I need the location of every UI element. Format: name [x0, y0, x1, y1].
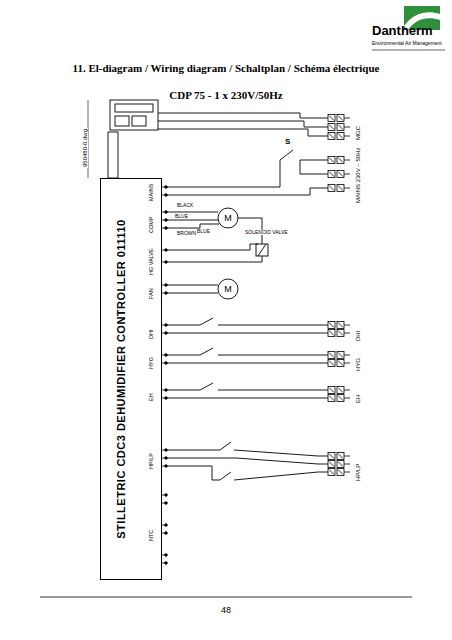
pin-name: COMP — [149, 216, 155, 235]
pin-name: DHI — [149, 329, 155, 340]
pin-name: EH — [149, 392, 155, 402]
terminal-group: MAINS 230V ~ 50Hz — [355, 146, 361, 204]
wire-colour: BLUE — [196, 229, 211, 234]
wire-colour: BLACK — [176, 203, 194, 208]
terminal-group: EH — [355, 394, 361, 404]
controller-box: STILLETRIC CDC3 DEHUMIDIFIER CONTROLLER … — [100, 178, 162, 580]
controller-label: STILLETRIC CDC3 DEHUMIDIFIER CONTROLLER … — [115, 219, 127, 538]
wire-colour: BLUE — [174, 214, 189, 219]
page-title: 11. El-diagram / Wiring diagram / Schalt… — [73, 62, 380, 74]
pin-name: HG VALVE — [149, 247, 155, 276]
controller-pins — [162, 186, 167, 565]
pin-name: HP/LP — [149, 452, 155, 470]
component-name: SOLENOID VALVE — [244, 230, 289, 235]
terminal-blocks — [328, 115, 350, 476]
terminal-group: HP/LP — [355, 463, 361, 482]
terminal-group: HYG — [355, 357, 361, 372]
terminal-group: DHI — [355, 330, 361, 342]
brand-name: Dantherm — [371, 24, 434, 37]
pin-name: FAN — [149, 287, 155, 300]
page-number: 48 — [220, 606, 232, 615]
wires — [40, 6, 445, 597]
switch-name: S — [284, 138, 291, 146]
pin-name: MAINS — [149, 183, 155, 202]
brand-tagline: Environmental Air Management — [371, 41, 443, 46]
model-heading: CDP 75 - 1 x 230V/50Hz — [168, 90, 283, 101]
pin-name: HYG — [149, 356, 155, 370]
motor-symbol: M — [223, 285, 233, 294]
drawing-number: 950480-0.dwg — [82, 128, 88, 168]
motor-symbol: M — [223, 214, 233, 223]
terminal-group: MGC — [355, 125, 361, 141]
pin-name: NTC — [149, 529, 155, 542]
wire-colour: BROWN — [176, 231, 197, 236]
